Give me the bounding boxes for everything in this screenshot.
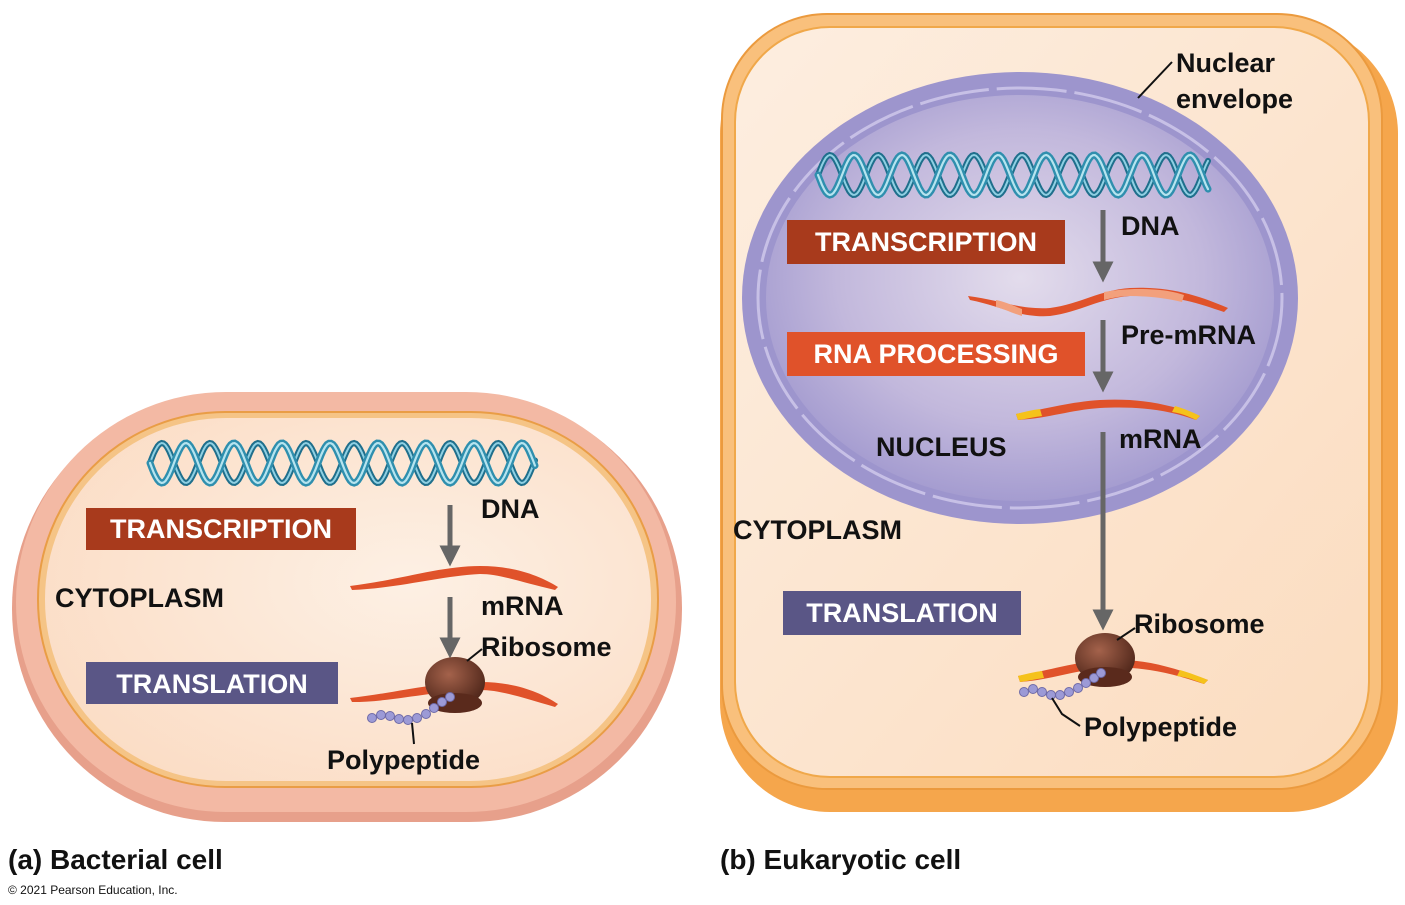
bacterial-polypeptide-leader [411, 722, 415, 745]
nucleus-label: NUCLEUS [876, 432, 1007, 462]
eukaryotic-mrna-label: mRNA [1119, 424, 1202, 454]
eukaryotic-caption: (b) Eukaryotic cell [720, 844, 961, 875]
bacterial-dna-label: DNA [481, 494, 540, 524]
nuclear-envelope-label-line1: Nuclear [1176, 48, 1276, 78]
eukaryotic-dna-helix [814, 151, 1212, 199]
eukaryotic-polypeptide-chain [1019, 668, 1106, 700]
eukaryotic-dna-label: DNA [1121, 211, 1180, 241]
mrna-5-cap [1016, 409, 1042, 420]
bacterial-polypeptide-chain [367, 692, 455, 725]
bacterial-ribosome-label: Ribosome [481, 632, 612, 662]
bacterial-cytoplasm-label: CYTOPLASM [55, 583, 224, 613]
eukaryotic-ribosome-leader [1116, 627, 1136, 641]
nuclear-envelope-label-line2: envelope [1176, 84, 1293, 114]
bacterial-translation-box [86, 662, 338, 704]
rna-processing-box [787, 332, 1085, 376]
eukaryotic-translation-label: TRANSLATION [806, 598, 997, 628]
eukaryotic-transcription-box [787, 220, 1065, 264]
dna-strand [148, 441, 537, 485]
mrna-poly-a-tail [1172, 406, 1200, 420]
copyright-notice: © 2021 Pearson Education, Inc. [8, 883, 178, 897]
eukaryotic-polypeptide-label: Polypeptide [1084, 712, 1237, 742]
eukaryotic-cell: TRANSCRIPTION RNA PROCESSING TRANSLATION… [720, 13, 1398, 812]
eukaryotic-cytoplasm-label: CYTOPLASM [733, 515, 902, 545]
rna-processing-label: RNA PROCESSING [813, 339, 1058, 369]
dna-strand [816, 153, 1210, 197]
pre-mrna-label: Pre-mRNA [1121, 320, 1256, 350]
bacterial-caption: (a) Bacterial cell [8, 844, 223, 875]
bacterial-transcription-box [86, 508, 356, 550]
dna-strand [817, 153, 1209, 197]
bacterial-transcription-label: TRANSCRIPTION [110, 514, 332, 544]
bacterial-mrna-label: mRNA [481, 591, 564, 621]
mature-mrna-strand [1016, 399, 1200, 420]
eukaryotic-translation-box [783, 591, 1021, 635]
eukaryotic-polypeptide-leader [1051, 697, 1081, 727]
bacterial-ribosome-leader [466, 648, 483, 662]
bacterial-polypeptide-label: Polypeptide [327, 745, 480, 775]
pre-mrna-strand [968, 287, 1228, 317]
bacterial-translation-mrna [350, 682, 558, 707]
nucleus-interior [766, 95, 1274, 501]
eukaryotic-ribosome-label: Ribosome [1134, 609, 1265, 639]
eukaryotic-translation-mrna [1018, 659, 1208, 684]
nuclear-envelope-leader [1137, 61, 1173, 99]
bacterial-mrna-strand [350, 566, 558, 590]
bacterial-translation-label: TRANSLATION [116, 669, 307, 699]
eukaryotic-transcription-label: TRANSCRIPTION [815, 227, 1037, 257]
bacterial-dna-helix [146, 439, 539, 487]
bacterial-cell: TRANSCRIPTION TRANSLATION DNA CYTOPLASM … [12, 392, 682, 822]
bacterial-ribosome-large-subunit [425, 657, 485, 707]
